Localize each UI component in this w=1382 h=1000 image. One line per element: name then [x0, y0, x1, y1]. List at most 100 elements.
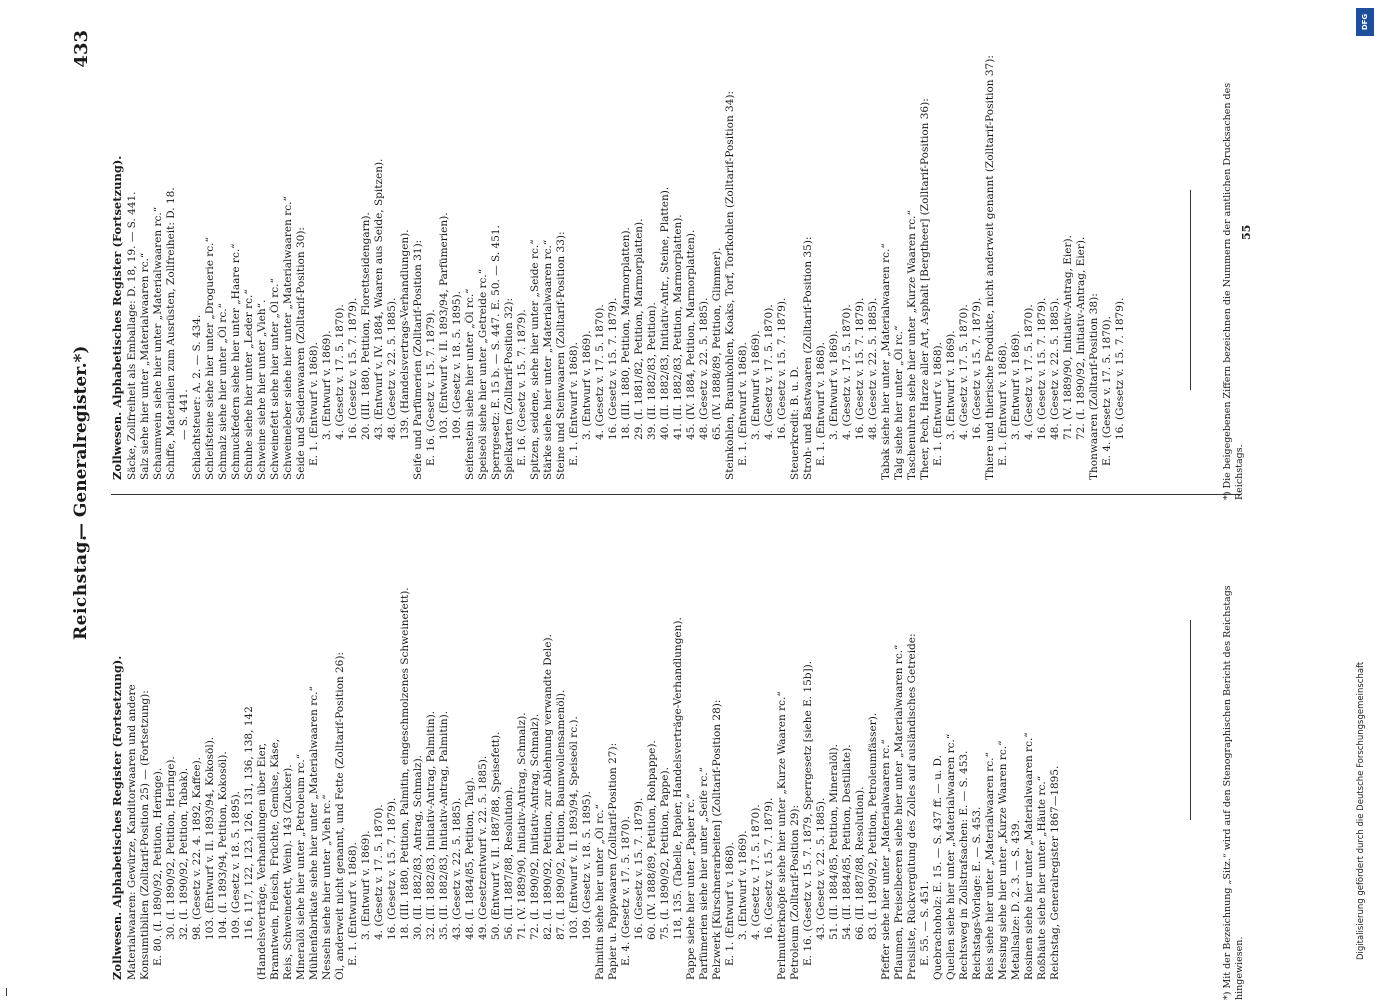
index-entry: Thiere und thierische Produkte, nicht an… [984, 55, 996, 480]
index-entry: Thonwaaren (Zolltarif-Position 38): [1088, 293, 1100, 480]
left-column-heading: Zollwesen. Alphabetisches Register (Fort… [110, 655, 124, 980]
index-entry: Schmalz siehe hier unter „Öl rc.“ [217, 303, 229, 480]
index-entry: Schweineleber siehe hier unter „Material… [282, 196, 294, 480]
right-column-entries: Säcke, Zollfreiheit als Emballage: D. 18… [126, 20, 1127, 480]
index-entry: 54. (II. 1884/85, Petition, Destillate). [841, 744, 853, 940]
page-marker: 55 [1240, 224, 1253, 240]
index-entry: Säcke, Zollfreiheit als Emballage: D. 18… [126, 191, 138, 480]
index-entry: 3. (Entwurf v. 1869). [945, 330, 957, 440]
index-entry: 3. (Entwurf v. 1869). [581, 330, 593, 440]
index-entry: Reis siehe hier unter „Materialwaaren rc… [984, 752, 996, 980]
index-entry: E. 1. (Entwurf v. 1868). [724, 842, 736, 966]
index-entry: Pflaumen, Preiselbeeren siehe hier unter… [893, 644, 905, 980]
index-entry: Palmitin siehe hier unter „Öl rc.“ [594, 804, 606, 980]
index-entry: 18. (III. 1880, Petition, Marmorplatten)… [620, 227, 632, 440]
index-entry: 118, 135. (Tabelle, Papier, Handelsvertr… [672, 617, 684, 940]
index-entry: 72. (I. 1890/92, Initiativ-Antrag, Schma… [529, 713, 541, 940]
index-entry: Reichstags-Vorlage: E. — S. 453. [971, 806, 983, 980]
index-entry: 16. (Gesetz v. 15. 7. 1879). [386, 797, 398, 940]
index-entry: 3. (Entwurf v. 1869). [750, 330, 762, 440]
index-entry: Stärke siehe hier unter „Materialwaaren … [542, 239, 554, 480]
index-entry: E. 1. (Entwurf v. 1868). [815, 342, 827, 466]
index-entry: 39. (II. 1882/83, Petition). [646, 302, 658, 440]
index-entry: 109. (Gesetz v. 18. 5. 1895). [451, 290, 463, 440]
index-entry: E. 1. (Entwurf v. 1868). [737, 342, 749, 466]
index-entry: 32. (II. 1882/83, Initiativ-Antrag, Palm… [425, 710, 437, 940]
index-entry: E. 80. (I. 1890/92, Petition, Heringe). [152, 767, 164, 966]
index-entry: 51. (II. 1884/85, Petition, Mineralöl). [828, 744, 840, 940]
index-entry: 41. (II. 1882/83, Petition, Marmorplatte… [672, 214, 684, 440]
index-entry: Roßhäute siehe hier unter „Häute rc.“ [1036, 775, 1048, 980]
index-entry: E. 1. (Entwurf v. 1868). [997, 342, 1009, 466]
index-entry: 4. (Gesetz v. 17. 5. 1870). [594, 304, 606, 440]
right-column: Zollwesen. Alphabetisches Register (Fort… [110, 20, 1127, 480]
index-entry: 3. (Entwurf v. 1869). [360, 830, 372, 940]
index-entry: 43. (Gesetz v. 22. 5. 1885). [815, 797, 827, 940]
index-entry: Theer, Pech, Harze aller Art, Asphalt [B… [919, 98, 931, 480]
index-entry: 103. (Entwurf v. II. 1893/94, Parfümerie… [438, 212, 450, 440]
index-entry: E. 1. (Entwurf v. 1868). [568, 342, 580, 466]
index-entry: 20. (III. 1880, Petition, Florettseideng… [360, 212, 372, 440]
index-entry: 43. (Gesetz v. 22. 5. 1885). [451, 797, 463, 940]
index-entry: 16. (Gesetz v. 15. 7. 1879). [607, 297, 619, 440]
index-entry: 18. (III. 1880, Petition, Palmitin, eing… [399, 587, 411, 940]
right-footnote-block: *) Die beigegebenen Ziffern bezeichnen d… [1222, 80, 1282, 500]
index-entry: Metallsalze: D. 2. 3. — S. 439. [1010, 820, 1022, 980]
index-entry: 16. (Gesetz v. 15. 7. 1879). [854, 297, 866, 440]
index-entry: 48. (Gesetz v. 22. 5. 1885). [698, 297, 710, 440]
index-entry: 16. (Gesetz v. 15. 7. 1879). [633, 797, 645, 940]
dfg-watermark-text: Digitalisierung gefördert durch die Deut… [1356, 661, 1366, 960]
index-entry: 48. (I. 1884/85, Petition, Talg). [464, 777, 476, 940]
index-entry: 30. (I. 1890/92, Petition, Heringe). [165, 756, 177, 940]
index-entry: 104. (I. 1893/94, Petition, Kokosöl). [217, 751, 229, 940]
index-entry: 16. (Gesetz v. 15. 7. 1879). [347, 297, 359, 440]
column-divider [111, 494, 1241, 495]
index-entry: 56. (II. 1887/88, Resolution). [503, 786, 515, 940]
index-entry: Taschenuhren siehe hier unter „Kurze Waa… [906, 210, 918, 480]
index-entry: Messing siehe hier unter „Kurze Waaren r… [997, 740, 1009, 980]
index-entry: Speiseöl siehe hier unter „Getreide rc.“ [477, 268, 489, 480]
index-entry: Quellen siehe hier unter „Materialwaaren… [945, 733, 957, 980]
index-entry: Steuerkredit: B. u. D. [789, 366, 801, 480]
index-entry: Schaumwein siehe hier unter „Materialwaa… [152, 206, 164, 480]
index-entry: 16. (Gesetz v. 15. 7. 1879). [763, 797, 775, 940]
index-entry: Steinkohlen, Braunkohlen, Koaks, Torf, T… [724, 90, 736, 480]
index-entry: Mühlenfabrikate siehe hier unter „Materi… [308, 686, 320, 980]
index-entry: Pelzwerk [Kürschnerarbeiten] (Zolltarif-… [711, 699, 723, 980]
index-entry: E. 16. (Gesetz v. 15. 7. 1879). [516, 309, 528, 466]
index-entry: E. 16. (Gesetz v. 15. 7. 1879, Sperrgese… [802, 660, 814, 966]
index-entry: 4. (Gesetz v. 17. 5. 1870). [1023, 304, 1035, 440]
index-entry: 82. (I. 1890/92, Petition, zur Ablehnung… [542, 634, 554, 940]
index-entry: 4. (Gesetz v. 17. 5. 1870). [373, 804, 385, 940]
index-entry: Preisliste, Rückvergütung des Zolles auf… [906, 633, 918, 980]
index-entry: 109. (Gesetz v. 18. 5. 1895). [230, 790, 242, 940]
index-entry: 48. (Gesetz v. 22. 5. 1885). [1049, 297, 1061, 440]
left-footnote-rule [1190, 620, 1191, 820]
index-entry: 50. (Entwurf v. II. 1887/88, Speisefett)… [490, 731, 502, 940]
index-entry: Schleifsteine siehe hier unter „Drogueri… [204, 237, 216, 480]
index-entry: Perlmutterknöpfe siehe hier unter „Kurze… [776, 691, 788, 980]
index-entry: Tabak siehe hier unter „Materialwaaren r… [880, 243, 892, 480]
index-entry: Pfeffer siehe hier unter „Materialwaaren… [880, 739, 892, 980]
index-entry: 66. (II. 1887/88, Resolution). [854, 786, 866, 940]
left-column: Zollwesen. Alphabetisches Register (Fort… [110, 510, 1062, 980]
index-entry: 48. (Gesetz v. 22. 5. 1885). [386, 297, 398, 440]
right-column-heading: Zollwesen. Alphabetisches Register (Fort… [110, 155, 124, 480]
index-entry: 29. (I. 1881/82, Petition, Marmorplatten… [633, 218, 645, 441]
index-entry: Rechtsweg in Zollstrafsachen: E. — S. 45… [958, 750, 970, 980]
index-entry: Schweinefett siehe hier unter „Öl rc.“ [269, 278, 281, 480]
index-entry: Konsumtibilien (Zolltarif-Position 25) —… [139, 690, 151, 980]
index-entry: 35. (II. 1882/83, Initiativ-Antrag, Palm… [438, 710, 450, 940]
index-entry: Sperrgesetz: E. 15 b. — S. 447. E. 50. —… [490, 225, 502, 480]
index-entry: Branntwein, Fleisch, Früchte, Gemüse, Kä… [269, 738, 281, 980]
index-entry: E. 1. (Entwurf v. 1868). [308, 342, 320, 466]
index-entry: 32. (I. 1890/92, Petition, Tabak). [178, 767, 190, 940]
index-entry: 75. (I. 1890/92, Petition, Pappe). [659, 767, 671, 940]
index-entry: E. 16. (Gesetz v. 15. 7. 1879). [425, 309, 437, 466]
index-entry: 3. (Entwurf v. 1869). [1010, 330, 1022, 440]
index-entry: 4. (Gesetz v. 17. 5. 1870). [334, 304, 346, 440]
index-entry: 83. (I. 1890/92, Petition, Petroleumfäss… [867, 712, 879, 940]
index-entry: 139. (Handelsvertrags-Verhandlungen). [399, 229, 411, 440]
index-entry: E. 1. (Entwurf v. 1868). [932, 342, 944, 466]
